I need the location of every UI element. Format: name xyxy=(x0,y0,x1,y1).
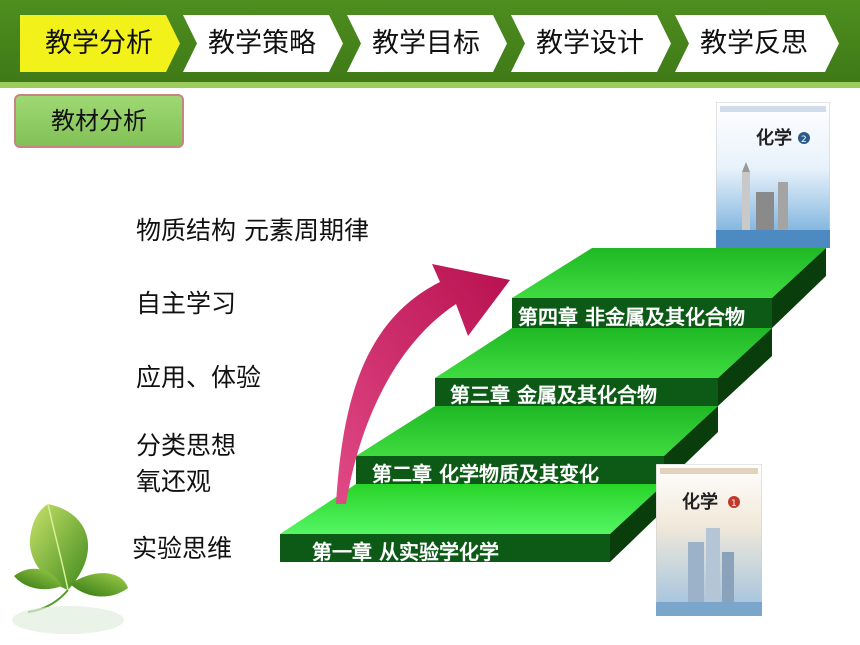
tab-teaching-reflection[interactable]: 教学反思 xyxy=(675,15,840,72)
tab-label: 教学策略 xyxy=(208,28,316,59)
label-autonomous-learning: 自主学习 xyxy=(136,289,237,318)
step-label-chapter3: 第三章 金属及其化合物 xyxy=(450,383,657,407)
tab-teaching-goals[interactable]: 教学目标 xyxy=(347,15,507,72)
book1-badge: 1 xyxy=(731,499,737,509)
step-label-chapter1: 第一章 从实验学化学 xyxy=(312,540,499,564)
step3-front-face xyxy=(435,378,718,406)
book1-title: 化学 xyxy=(682,491,718,513)
step1-side-face xyxy=(610,484,664,562)
progress-arrow xyxy=(336,264,510,504)
tab-teaching-design[interactable]: 教学设计 xyxy=(511,15,671,72)
tab-label: 教学设计 xyxy=(536,28,644,59)
label-classification: 分类思想 xyxy=(136,431,237,460)
step-label-chapter2: 第二章 化学物质及其变化 xyxy=(372,462,599,486)
label-redox: 氧还观 xyxy=(136,467,212,496)
book2-title: 化学 xyxy=(756,127,792,149)
tab-label: 教学目标 xyxy=(372,28,480,59)
step-label-chapter4: 第四章 非金属及其化合物 xyxy=(518,305,745,329)
step3-side-face xyxy=(718,328,772,406)
textbook-2-cover: 化学 2 xyxy=(716,102,830,248)
label-structure: 物质结构 元素周期律 xyxy=(136,216,369,245)
label-application: 应用、体验 xyxy=(136,363,262,392)
tab-label: 教学反思 xyxy=(700,28,808,59)
step4-front-face xyxy=(512,298,772,328)
section-badge: 教材分析 xyxy=(14,94,184,148)
tab-teaching-analysis[interactable]: 教学分析 xyxy=(20,15,180,72)
label-experiment: 实验思维 xyxy=(132,534,233,563)
textbook-1-cover: 化学 1 xyxy=(656,464,762,616)
step2-top-face xyxy=(356,406,718,456)
step4-top-face xyxy=(512,248,826,298)
step1-front-face xyxy=(280,534,610,562)
tab-teaching-strategy[interactable]: 教学策略 xyxy=(183,15,343,72)
step3-top-face xyxy=(435,328,772,378)
step2-front-face xyxy=(356,456,664,484)
tab-label: 教学分析 xyxy=(45,28,153,59)
book2-badge: 2 xyxy=(801,135,807,145)
step4-side-face xyxy=(772,248,826,328)
step1-top-face xyxy=(280,484,664,534)
header-divider xyxy=(0,82,860,88)
leaf-decoration xyxy=(12,503,128,634)
